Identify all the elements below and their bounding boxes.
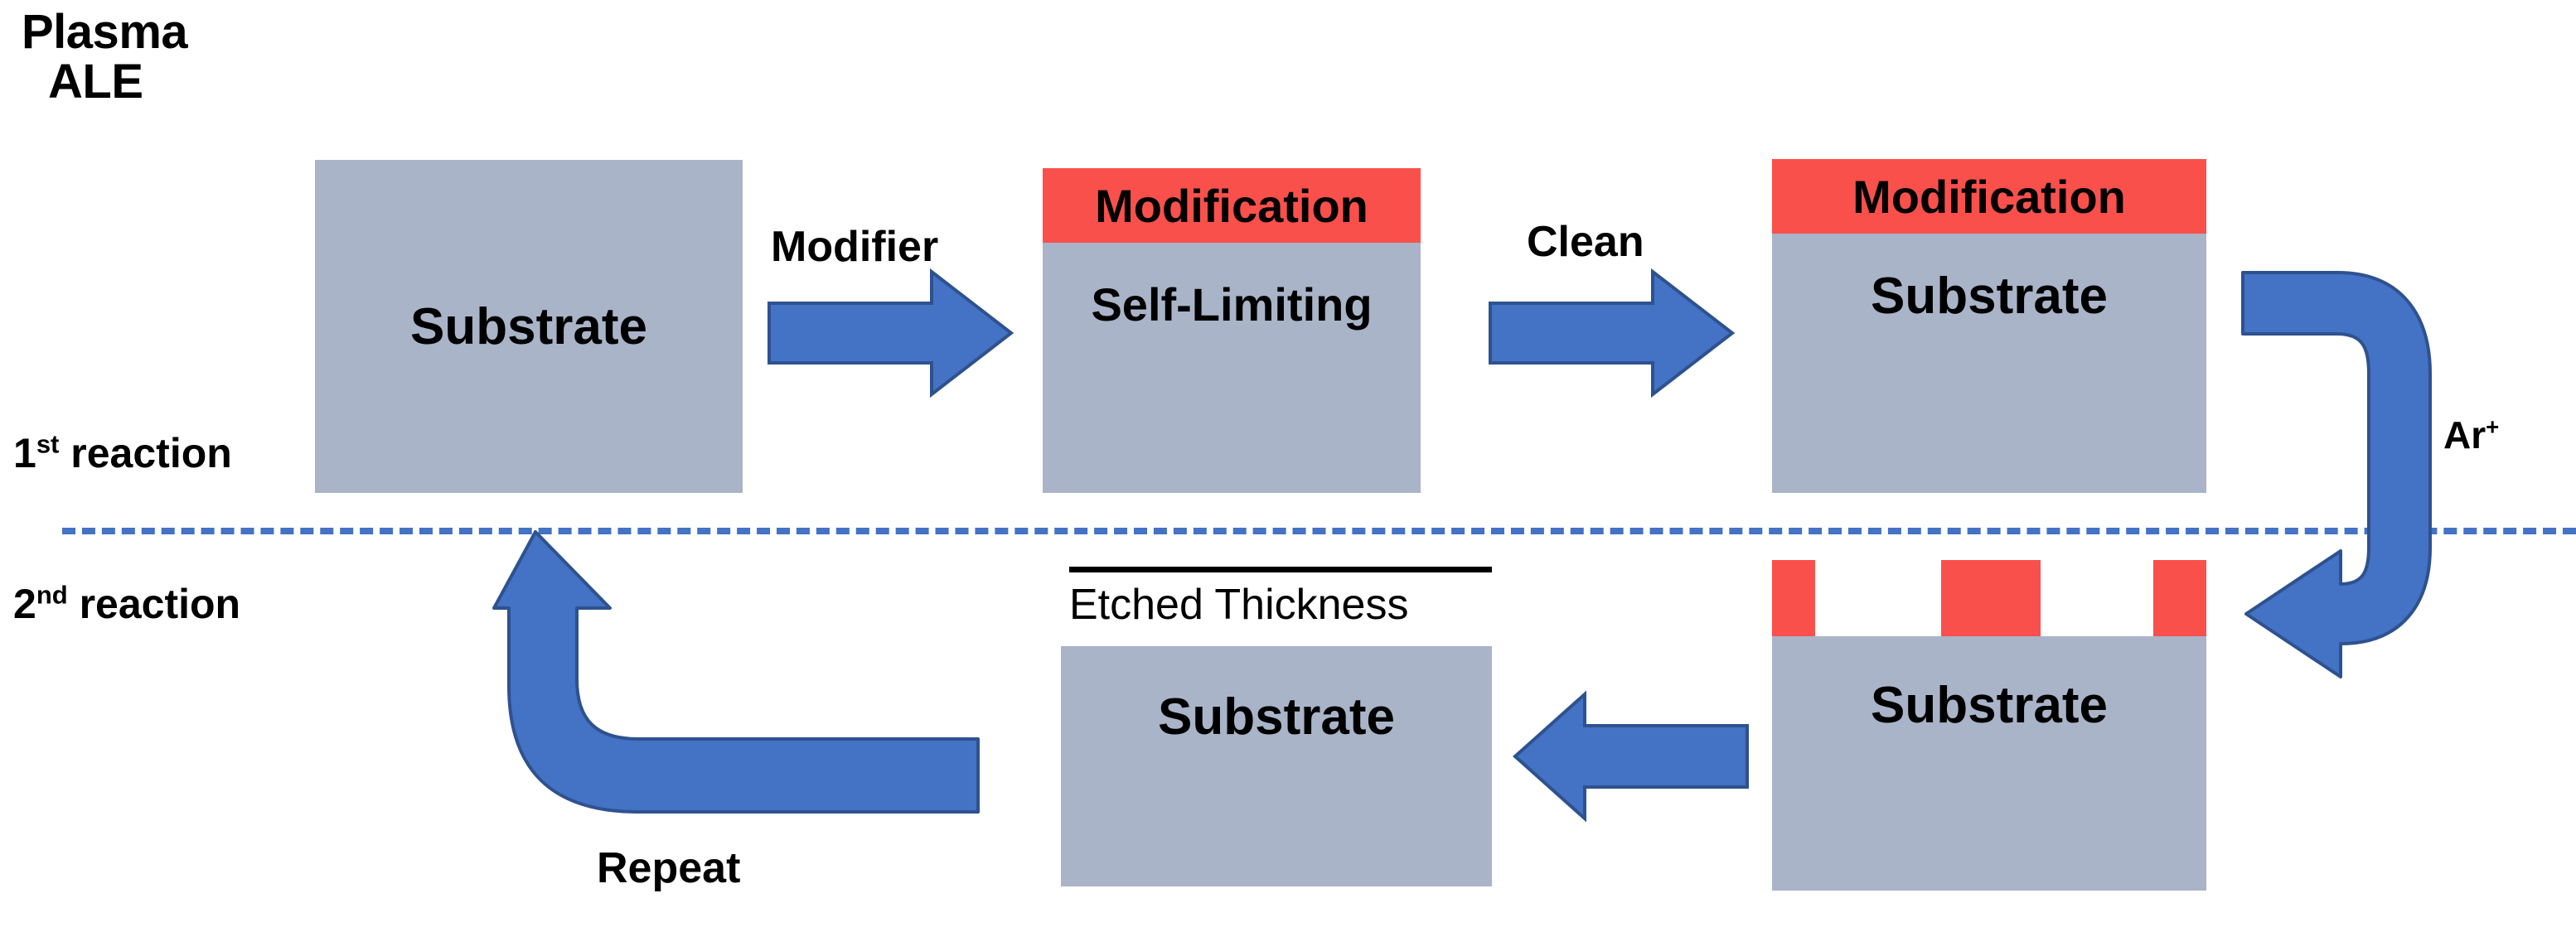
second-reaction-ordinal: 2: [13, 581, 36, 627]
ar-ion-label: Ar+: [2443, 413, 2499, 457]
step2-self-limiting-label: Self-Limiting: [1091, 278, 1373, 331]
clean-arrow-label: Clean: [1527, 218, 1644, 266]
step5-substrate-block: Substrate: [1061, 646, 1492, 886]
ar-ion-text: Ar: [2443, 413, 2486, 456]
step3-modification-band: Modification: [1772, 159, 2206, 234]
step3-modification-label: Modification: [1852, 170, 2126, 223]
step4-residue-pillar-center: [1941, 560, 2041, 636]
step2-modification-band: Modification: [1043, 168, 1421, 243]
step1-substrate-label: Substrate: [410, 297, 647, 355]
step3-substrate-body: Substrate: [1772, 234, 2206, 493]
second-reaction-text: reaction: [67, 581, 241, 627]
step4-residue-pillar-left: [1772, 560, 1815, 636]
step1-substrate-block: Substrate: [315, 160, 743, 493]
step4-substrate-body: Substrate: [1772, 636, 2206, 891]
etched-thickness-rule: [1069, 567, 1492, 572]
second-reaction-suffix: nd: [36, 580, 68, 610]
step4-substrate-label: Substrate: [1871, 677, 2108, 734]
first-reaction-suffix: st: [36, 429, 60, 459]
step2-modification-label: Modification: [1095, 179, 1368, 232]
step3-block: Modification Substrate: [1772, 159, 2206, 493]
etch-transfer-arrow-icon: [1512, 690, 1749, 823]
step4-block: Substrate: [1772, 560, 2206, 891]
diagram-title-line2: ALE: [48, 55, 143, 109]
clean-arrow-icon: [1489, 268, 1736, 398]
etched-thickness-label: Etched Thickness: [1069, 581, 1409, 629]
first-reaction-ordinal: 1: [13, 430, 36, 476]
first-reaction-label: 1st reaction: [13, 429, 232, 477]
repeat-arrow-label: Repeat: [597, 844, 741, 892]
modifier-arrow-icon: [767, 268, 1014, 398]
reaction-phase-divider: [62, 528, 2576, 534]
step2-block: Modification Self-Limiting: [1043, 168, 1421, 493]
diagram-title-line1: Plasma: [22, 5, 188, 59]
second-reaction-label: 2nd reaction: [13, 580, 240, 628]
step2-substrate-body: Self-Limiting: [1043, 243, 1421, 493]
ion-bombardment-arrow-icon: [2238, 269, 2453, 683]
step4-residue-pillar-right: [2153, 560, 2206, 636]
step3-substrate-label: Substrate: [1871, 268, 2108, 325]
step5-substrate-label: Substrate: [1158, 688, 1395, 746]
modifier-arrow-label: Modifier: [771, 223, 939, 271]
repeat-arrow-icon: [492, 522, 980, 820]
first-reaction-text: reaction: [59, 430, 232, 476]
ar-ion-charge: +: [2486, 413, 2500, 440]
